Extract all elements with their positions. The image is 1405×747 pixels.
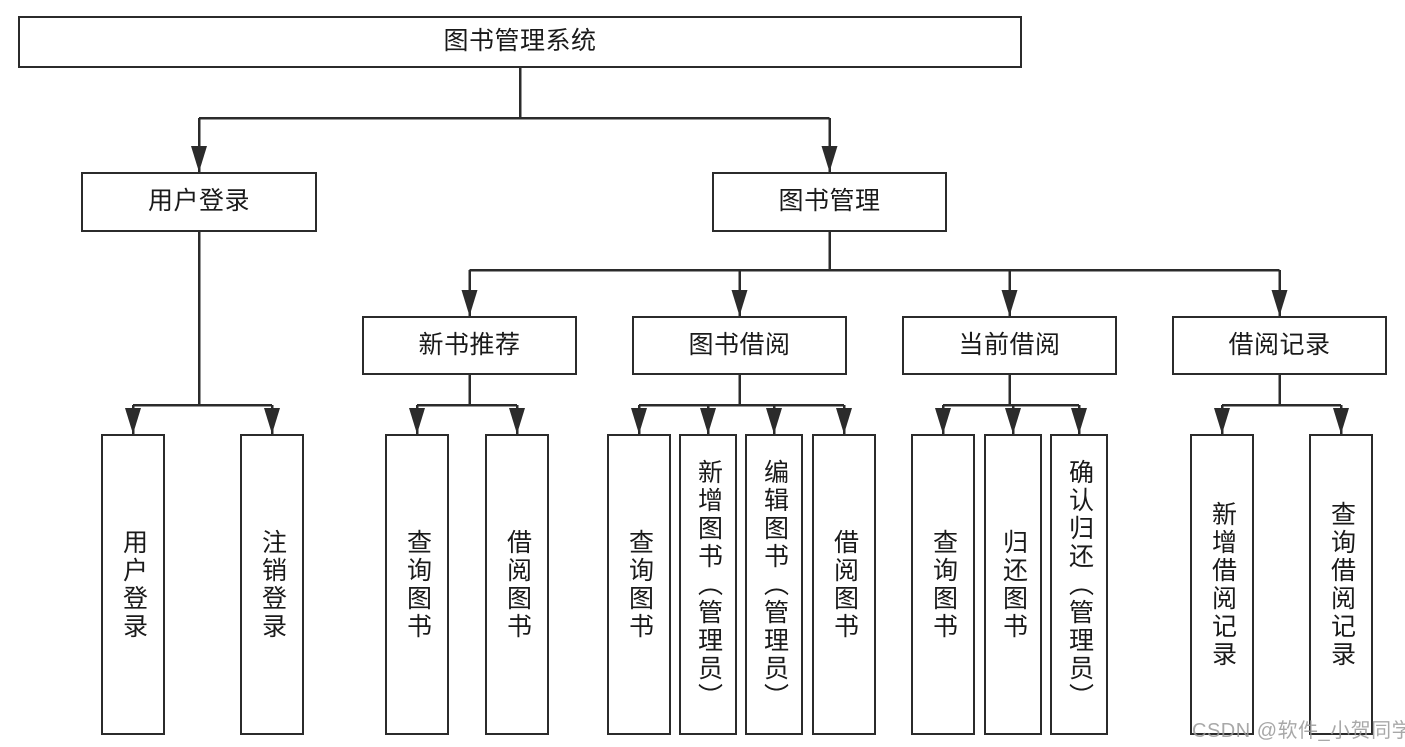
node-label: 图书借阅 [688,330,791,359]
node-leaf-add-borrow-record[interactable]: 新增借阅记录 [1190,434,1254,735]
node-label: 查询图书 [929,528,958,641]
node-label: 用户登录 [147,187,250,216]
node-leaf-borrow-books-borrowing[interactable]: 借阅图书 [812,434,876,735]
node-current-borrowing[interactable]: 当前借阅 [902,316,1117,375]
node-label: 用户登录 [119,528,148,641]
node-label: 查询图书 [403,528,432,641]
node-label: 确认归还（管理员） [1065,458,1094,711]
csdn-watermark: CSDN @软件_小贺同学 [1192,720,1405,742]
node-label: 新增借阅记录 [1208,500,1237,669]
node-leaf-query-borrow-record[interactable]: 查询借阅记录 [1309,434,1373,735]
node-label: 新书推荐 [418,330,521,359]
node-leaf-query-books-recommend[interactable]: 查询图书 [385,434,449,735]
node-label: 借阅图书 [830,528,859,641]
node-leaf-user-login[interactable]: 用户登录 [101,434,165,735]
node-label: 编辑图书（管理员） [760,458,789,711]
node-label: 借阅图书 [503,528,532,641]
node-user-login[interactable]: 用户登录 [81,172,317,232]
node-root-book-management-system[interactable]: 图书管理系统 [18,16,1022,68]
node-leaf-query-books-current[interactable]: 查询图书 [911,434,975,735]
node-leaf-logout[interactable]: 注销登录 [240,434,304,735]
node-book-management[interactable]: 图书管理 [712,172,947,232]
node-leaf-query-books-borrowing[interactable]: 查询图书 [607,434,671,735]
node-label: 当前借阅 [958,330,1061,359]
node-book-borrowing[interactable]: 图书借阅 [632,316,847,375]
node-leaf-edit-book-admin[interactable]: 编辑图书（管理员） [745,434,803,735]
node-leaf-borrow-books-recommend[interactable]: 借阅图书 [485,434,549,735]
node-label: 图书管理系统 [443,27,597,56]
node-label: 归还图书 [999,528,1028,641]
node-leaf-confirm-return-admin[interactable]: 确认归还（管理员） [1050,434,1108,735]
node-label: 新增图书（管理员） [694,458,723,711]
node-borrow-records[interactable]: 借阅记录 [1172,316,1387,375]
node-leaf-return-books[interactable]: 归还图书 [984,434,1042,735]
node-label: 图书管理 [778,187,881,216]
node-label: 注销登录 [258,528,287,641]
node-leaf-add-book-admin[interactable]: 新增图书（管理员） [679,434,737,735]
node-new-book-recommendation[interactable]: 新书推荐 [362,316,577,375]
node-label: 借阅记录 [1228,330,1331,359]
node-label: 查询图书 [625,528,654,641]
node-label: 查询借阅记录 [1327,500,1356,669]
